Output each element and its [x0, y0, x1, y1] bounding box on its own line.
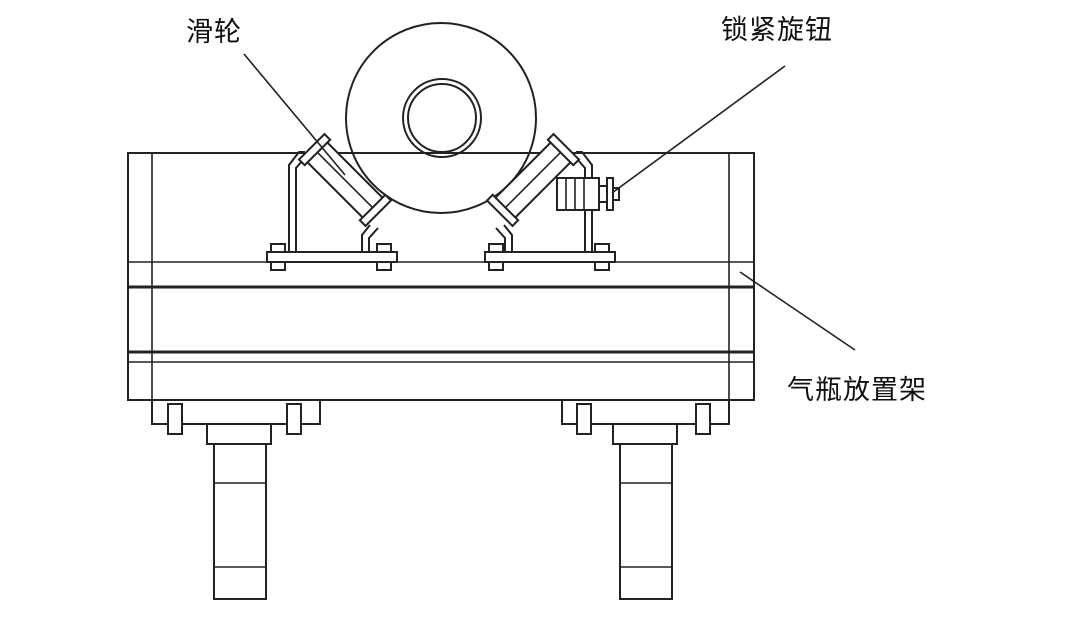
pulley-label: 滑轮 [186, 17, 242, 48]
locking-knob-label: 锁紧旋钮 [721, 15, 833, 46]
cylinder-rack-label: 气瓶放置架 [787, 375, 927, 406]
pulley-leader-line [243, 53, 346, 176]
right-leg [612, 423, 678, 600]
locking-knob [556, 177, 620, 211]
knob-leader-line [611, 65, 786, 194]
left-pulley [288, 132, 393, 252]
rack-leader-line [739, 271, 856, 351]
pulley-base-plates [266, 243, 616, 271]
rack-body [127, 152, 755, 401]
left-leg [206, 423, 272, 600]
